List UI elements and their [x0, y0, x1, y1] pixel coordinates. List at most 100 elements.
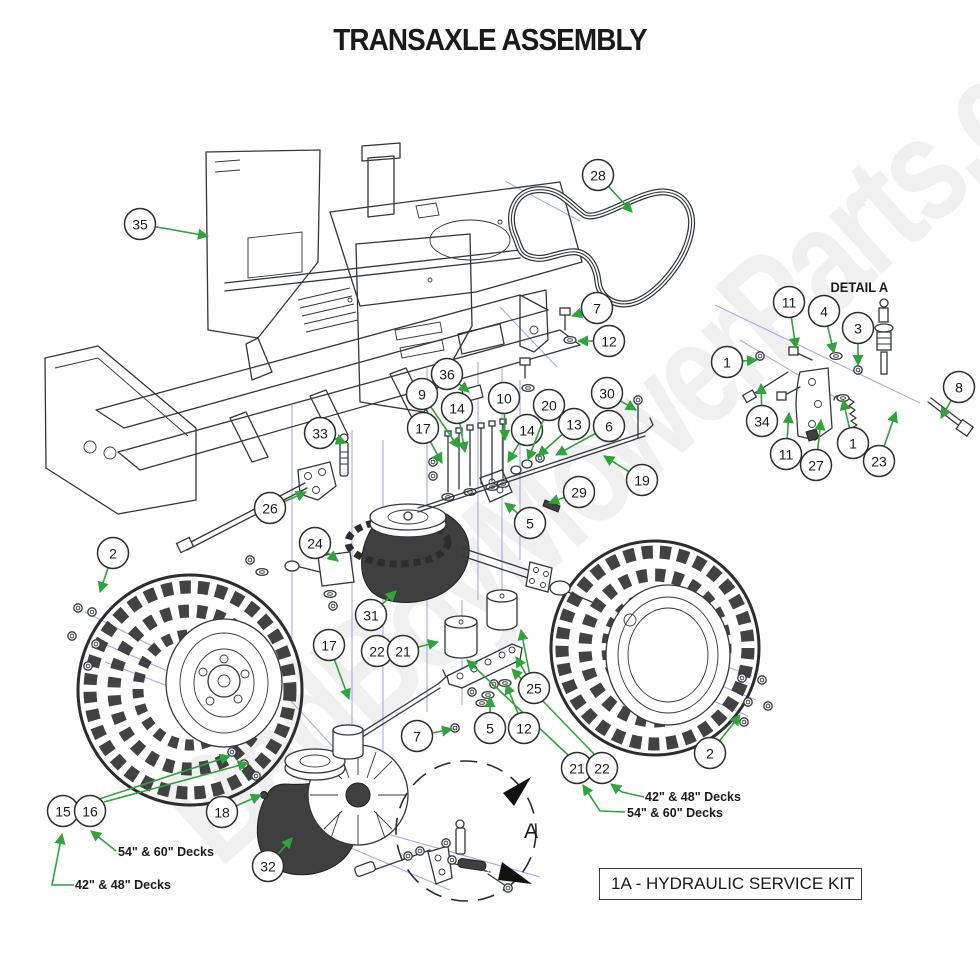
callout-14[interactable]: 14 [510, 413, 544, 447]
callout-30[interactable]: 30 [590, 376, 624, 410]
callout-11[interactable]: 11 [772, 285, 806, 319]
callout-5[interactable]: 5 [473, 711, 507, 745]
section-a-label: A [524, 820, 539, 843]
deck-label-42-48-right: 42" & 48" Decks [645, 790, 741, 804]
svg-text:2: 2 [706, 746, 714, 762]
callout-33[interactable]: 33 [303, 416, 337, 450]
callout-2[interactable]: 2 [693, 736, 727, 770]
hydraulic-kit-note: 1A - HYDRAULIC SERVICE KIT [599, 868, 862, 900]
callout-7[interactable]: 7 [400, 719, 434, 753]
frame-drawing [44, 142, 583, 515]
callout-20[interactable]: 20 [532, 388, 566, 422]
svg-text:3: 3 [854, 321, 862, 337]
svg-text:1: 1 [849, 436, 857, 452]
callout-26[interactable]: 26 [253, 491, 287, 525]
callout-17[interactable]: 17 [406, 411, 440, 445]
callout-21[interactable]: 21 [386, 634, 420, 668]
callout-31[interactable]: 31 [354, 598, 388, 632]
callout-12[interactable]: 12 [507, 711, 541, 745]
svg-text:31: 31 [363, 608, 379, 624]
section-a-drawing [354, 760, 537, 902]
callout-2[interactable]: 2 [96, 536, 130, 570]
svg-text:4: 4 [820, 304, 828, 320]
callout-34[interactable]: 34 [745, 404, 779, 438]
svg-text:10: 10 [496, 391, 512, 407]
svg-text:22: 22 [594, 761, 610, 777]
callout-10[interactable]: 10 [487, 381, 521, 415]
callout-27[interactable]: 27 [799, 448, 833, 482]
svg-text:23: 23 [871, 454, 887, 470]
svg-text:7: 7 [413, 729, 421, 745]
svg-text:25: 25 [526, 681, 542, 697]
svg-text:1: 1 [723, 355, 731, 371]
svg-text:32: 32 [260, 859, 276, 875]
svg-text:21: 21 [569, 761, 585, 777]
callout-9[interactable]: 9 [405, 377, 439, 411]
callout-23[interactable]: 23 [862, 444, 896, 478]
callout-6[interactable]: 6 [592, 409, 626, 443]
deck-label-42-48-left: 42" & 48" Decks [75, 878, 171, 892]
callout-24[interactable]: 24 [298, 526, 332, 560]
svg-text:16: 16 [82, 804, 98, 820]
callout-4[interactable]: 4 [807, 294, 841, 328]
callout-32[interactable]: 32 [251, 849, 285, 883]
callout-29[interactable]: 29 [562, 475, 596, 509]
svg-text:5: 5 [526, 516, 534, 532]
svg-text:20: 20 [541, 398, 557, 414]
svg-text:35: 35 [132, 217, 148, 233]
callout-13[interactable]: 13 [557, 407, 591, 441]
svg-text:17: 17 [321, 638, 337, 654]
svg-text:5: 5 [486, 721, 494, 737]
svg-text:11: 11 [779, 447, 794, 463]
callout-15[interactable]: 15 [46, 794, 80, 828]
callout-36[interactable]: 36 [430, 357, 464, 391]
callout-16[interactable]: 16 [73, 794, 107, 828]
callout-25[interactable]: 25 [517, 671, 551, 705]
callout-11[interactable]: 11 [769, 437, 803, 471]
svg-text:30: 30 [599, 386, 615, 402]
svg-text:11: 11 [782, 295, 797, 311]
detail-a-label: DETAIL A [830, 279, 889, 295]
svg-text:8: 8 [955, 380, 963, 396]
callout-18[interactable]: 18 [205, 795, 239, 829]
svg-text:13: 13 [566, 417, 582, 433]
callout-7[interactable]: 7 [580, 291, 614, 325]
belt-drawing [508, 186, 696, 308]
svg-text:24: 24 [307, 536, 323, 552]
svg-text:14: 14 [449, 401, 465, 417]
callout-1[interactable]: 1 [836, 426, 870, 460]
callout-8[interactable]: 8 [942, 370, 976, 404]
callout-1[interactable]: 1 [710, 345, 744, 379]
svg-text:2: 2 [109, 546, 117, 562]
callout-19[interactable]: 19 [625, 463, 659, 497]
page-title: TRANSAXLE ASSEMBLY [333, 22, 647, 57]
callout-17[interactable]: 17 [312, 628, 346, 662]
svg-text:26: 26 [262, 501, 278, 517]
svg-text:7: 7 [593, 301, 601, 317]
svg-text:33: 33 [312, 426, 328, 442]
svg-text:27: 27 [808, 458, 824, 474]
bolt-cluster [428, 418, 510, 502]
svg-text:12: 12 [601, 334, 617, 350]
callout-5[interactable]: 5 [513, 506, 547, 540]
svg-text:9: 9 [418, 387, 426, 403]
callout-28[interactable]: 28 [581, 158, 615, 192]
callout-22[interactable]: 22 [585, 751, 619, 785]
callout-35[interactable]: 35 [123, 207, 157, 241]
upper-fastener-drawing [519, 307, 577, 393]
svg-text:17: 17 [415, 421, 431, 437]
callout-14[interactable]: 14 [440, 391, 474, 425]
callout-12[interactable]: 12 [592, 324, 626, 358]
svg-text:21: 21 [395, 644, 411, 660]
svg-text:6: 6 [605, 419, 613, 435]
filter-parts-drawing [304, 589, 523, 773]
callout-3[interactable]: 3 [841, 311, 875, 345]
deck-label-54-60-right: 54" & 60" Decks [627, 806, 723, 820]
svg-text:34: 34 [754, 414, 770, 430]
svg-text:29: 29 [571, 485, 587, 501]
svg-text:15: 15 [55, 804, 71, 820]
right-tire-drawing [549, 539, 773, 757]
